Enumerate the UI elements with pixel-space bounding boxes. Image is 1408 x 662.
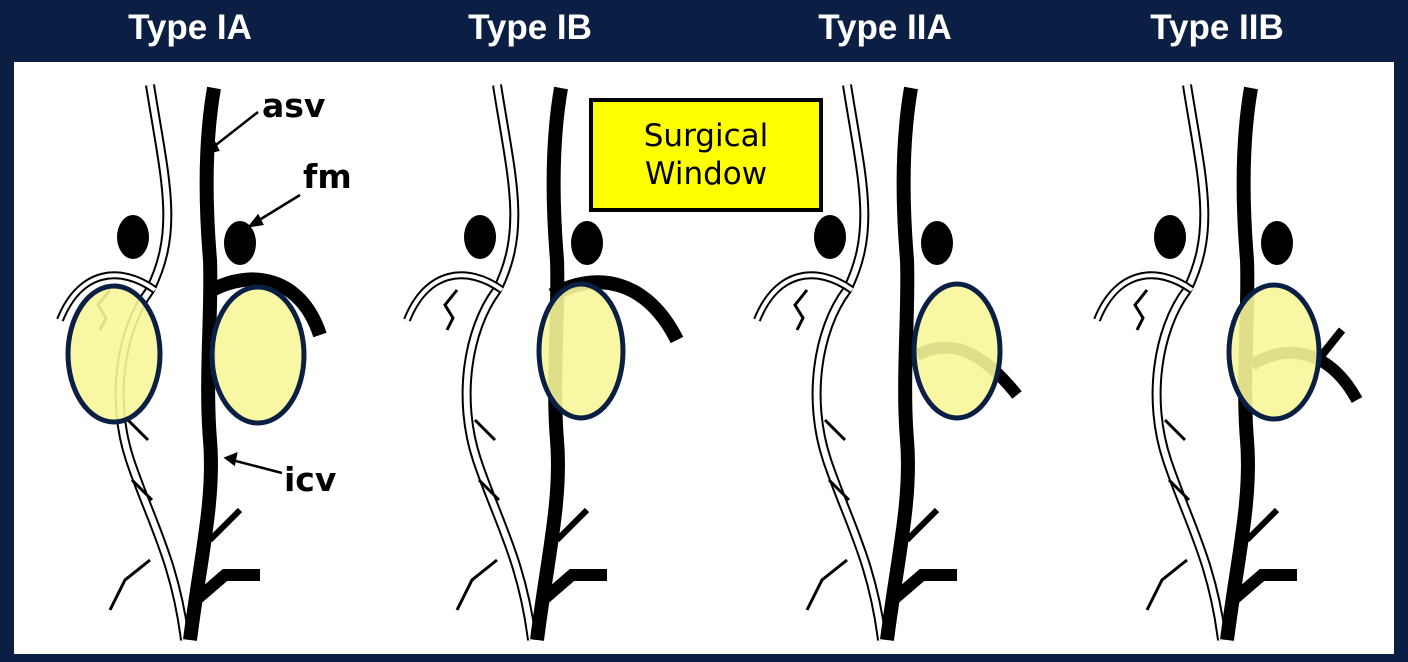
label-fm: fm <box>303 157 352 196</box>
label-icv: icv <box>284 460 336 499</box>
legend-line1: Surgical <box>644 117 768 155</box>
window-ib <box>539 284 623 418</box>
window-iia <box>914 284 1000 418</box>
window-ia-left <box>68 286 160 422</box>
surgical-windows <box>68 284 1319 423</box>
legend-line2: Window <box>645 155 767 193</box>
window-iib <box>1229 285 1319 419</box>
label-asv: asv <box>262 86 325 125</box>
window-ia-right <box>212 287 304 423</box>
surgical-window-legend: Surgical Window <box>589 98 823 212</box>
